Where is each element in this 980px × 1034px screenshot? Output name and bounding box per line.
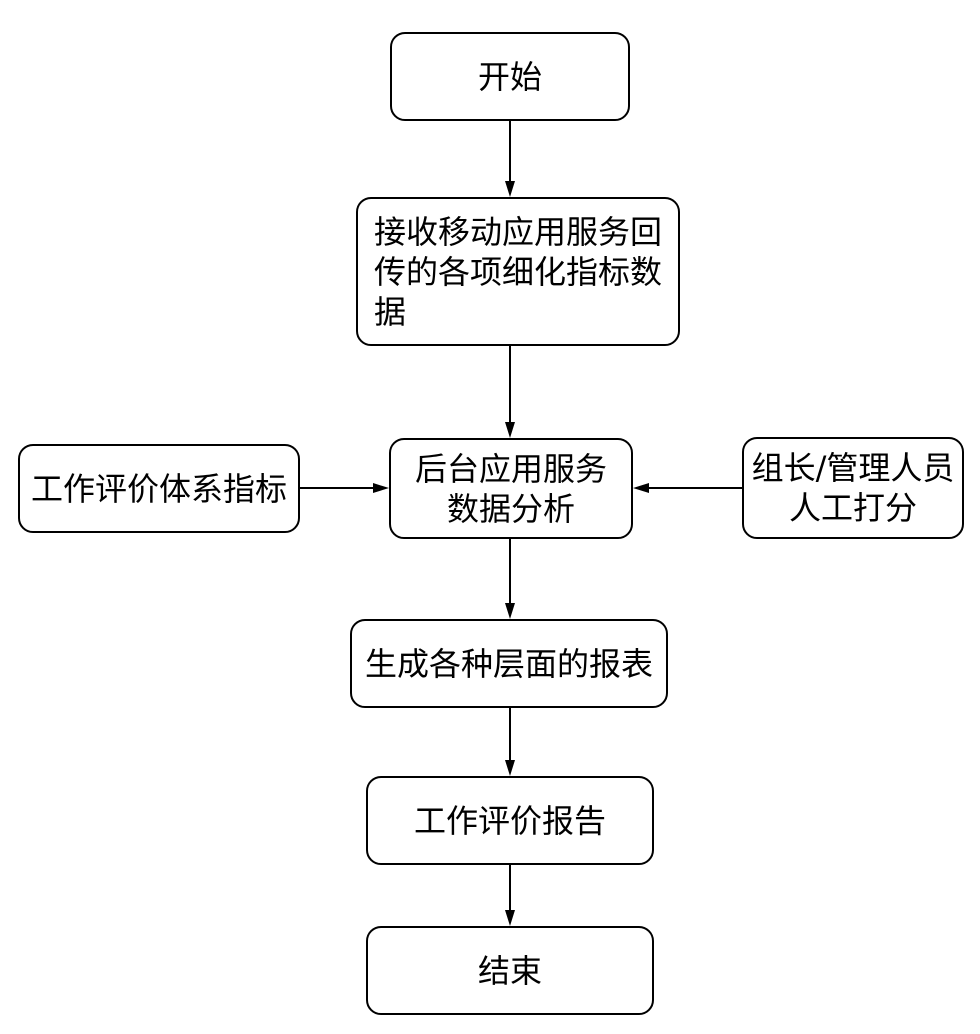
arrowhead-analysis-to-reports <box>505 603 515 619</box>
arrowhead-reports-to-report <box>505 760 515 776</box>
backend-analysis-node-label: 后台应用服务 数据分析 <box>414 449 607 528</box>
arrowhead-scoring-to-analysis <box>633 483 649 493</box>
backend-analysis-node: 后台应用服务 数据分析 <box>389 438 633 539</box>
evaluation-report-node: 工作评价报告 <box>366 776 654 865</box>
generate-reports-node-label: 生成各种层面的报表 <box>364 644 653 683</box>
receive-data-node: 接收移动应用服务回 传的各项细化指标数 据 <box>356 197 680 346</box>
manual-scoring-node-label: 组长/管理人员 人工打分 <box>751 449 955 527</box>
arrowhead-start-to-receive <box>505 181 515 197</box>
start-node-label: 开始 <box>477 57 542 96</box>
evaluation-indicators-node-label: 工作评价体系指标 <box>30 469 287 508</box>
evaluation-report-node-label: 工作评价报告 <box>413 801 606 840</box>
manual-scoring-node: 组长/管理人员 人工打分 <box>742 437 964 539</box>
arrowhead-receive-to-analysis <box>505 422 515 438</box>
generate-reports-node: 生成各种层面的报表 <box>350 619 668 708</box>
receive-data-node-label: 接收移动应用服务回 传的各项细化指标数 据 <box>373 212 662 331</box>
end-node-label: 结束 <box>477 951 542 990</box>
start-node: 开始 <box>390 32 630 121</box>
arrowhead-indicators-to-analysis <box>373 483 389 493</box>
arrowhead-report-to-end <box>505 910 515 926</box>
evaluation-indicators-node: 工作评价体系指标 <box>18 444 300 533</box>
end-node: 结束 <box>366 926 654 1015</box>
